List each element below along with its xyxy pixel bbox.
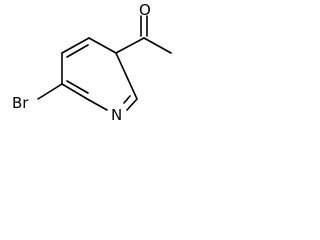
acetyl-group	[115, 15, 172, 54]
atom-label-bromine: Br	[12, 94, 29, 112]
atom-label-oxygen: O	[139, 1, 151, 19]
bond-c5-c6	[61, 83, 90, 101]
bond-n-c2-inner	[123, 95, 131, 104]
bond-c2-c1	[115, 52, 138, 100]
bond-carbonyl-methyl	[143, 37, 172, 54]
bond-c3-c4-inner	[66, 44, 89, 58]
bond-c3-c4	[61, 37, 90, 54]
bond-n-c2	[126, 98, 138, 111]
bond-c6-n	[88, 99, 108, 111]
bond-c1-c3	[88, 37, 117, 54]
atom-label-nitrogen: N	[111, 106, 122, 124]
bond-c1-carbonyl	[115, 37, 145, 54]
pyridine-ring	[61, 37, 138, 111]
structure-diagram: Br N O	[12, 1, 172, 124]
bond-c5-br	[37, 83, 63, 100]
bond-c5-c6-inner	[66, 80, 89, 94]
